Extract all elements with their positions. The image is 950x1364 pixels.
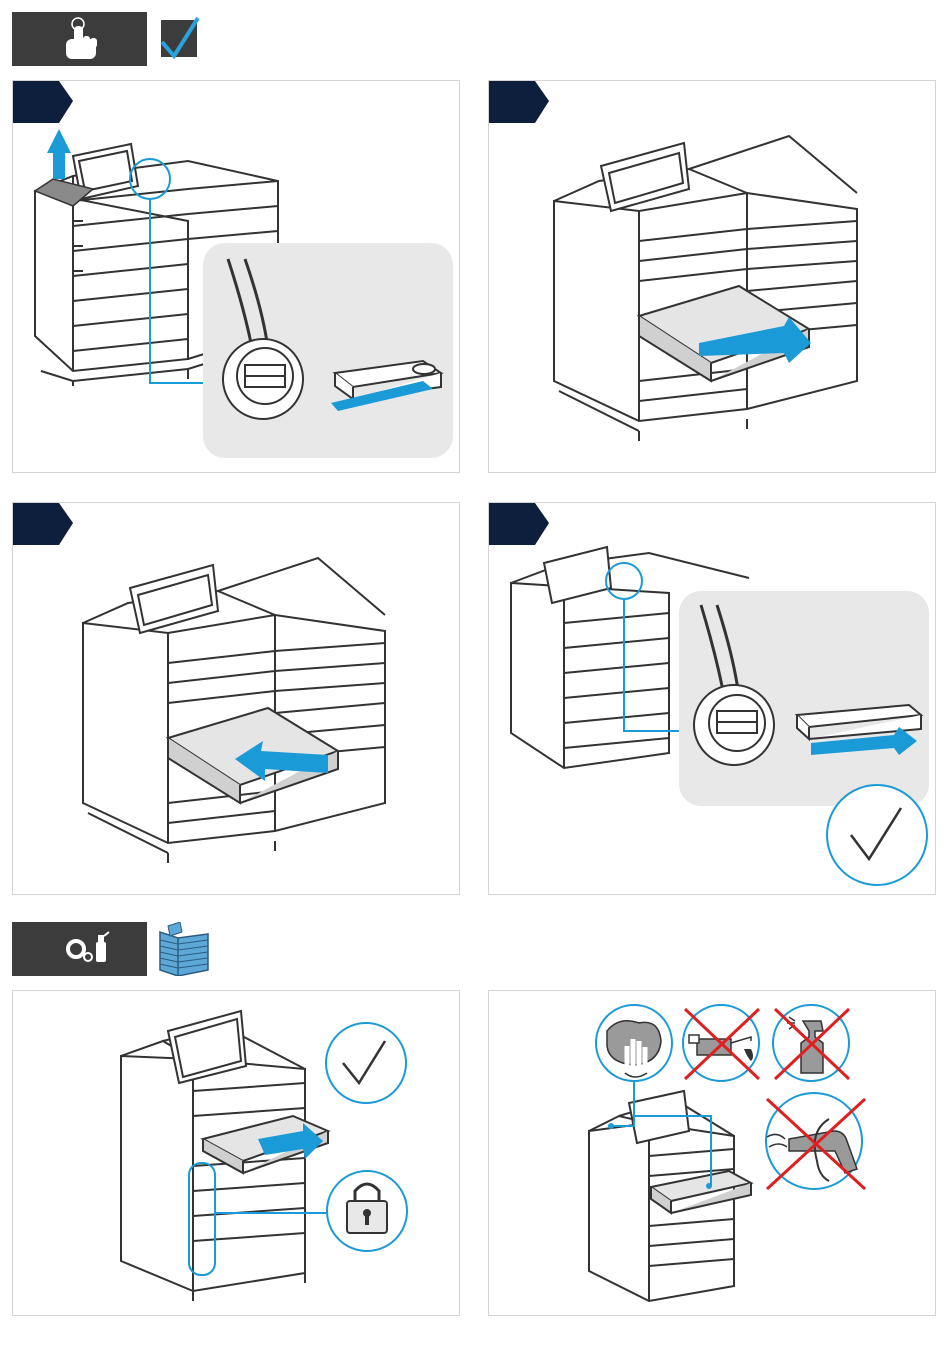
cabinet-double — [554, 136, 857, 441]
checkmark-icon — [160, 16, 200, 60]
panel-step-3 — [12, 502, 460, 895]
cabinet-double — [83, 558, 385, 863]
checkmark-badge — [160, 16, 200, 60]
operation-tag — [12, 12, 147, 66]
checkmark-icon — [827, 785, 927, 885]
spray-bottle-prohibited-icon — [773, 1005, 849, 1081]
step-flag — [13, 503, 73, 545]
arrow-up-icon — [47, 129, 71, 179]
step-flag — [489, 503, 549, 545]
panel-maint-1 — [12, 990, 460, 1316]
step-flag — [13, 81, 73, 123]
cabinet-badge — [158, 922, 210, 976]
padlock-icon — [327, 1171, 407, 1251]
gear-spray-icon — [12, 922, 147, 976]
air-gun-prohibited-icon — [766, 1093, 865, 1189]
cabinet-icon — [158, 922, 210, 976]
step-flag — [489, 81, 549, 123]
maintenance-tag — [12, 922, 147, 976]
oil-can-prohibited-icon — [683, 1005, 759, 1081]
screen — [130, 565, 218, 633]
panel-step-1 — [12, 80, 460, 473]
panel-step-2 — [488, 80, 936, 473]
checkmark-icon — [326, 1023, 406, 1103]
screen — [601, 143, 689, 211]
panel-step-4 — [488, 502, 936, 895]
cloth-wipe-icon — [596, 1005, 672, 1081]
panel-maint-2 — [488, 990, 936, 1316]
hand-tap-icon — [12, 12, 147, 66]
